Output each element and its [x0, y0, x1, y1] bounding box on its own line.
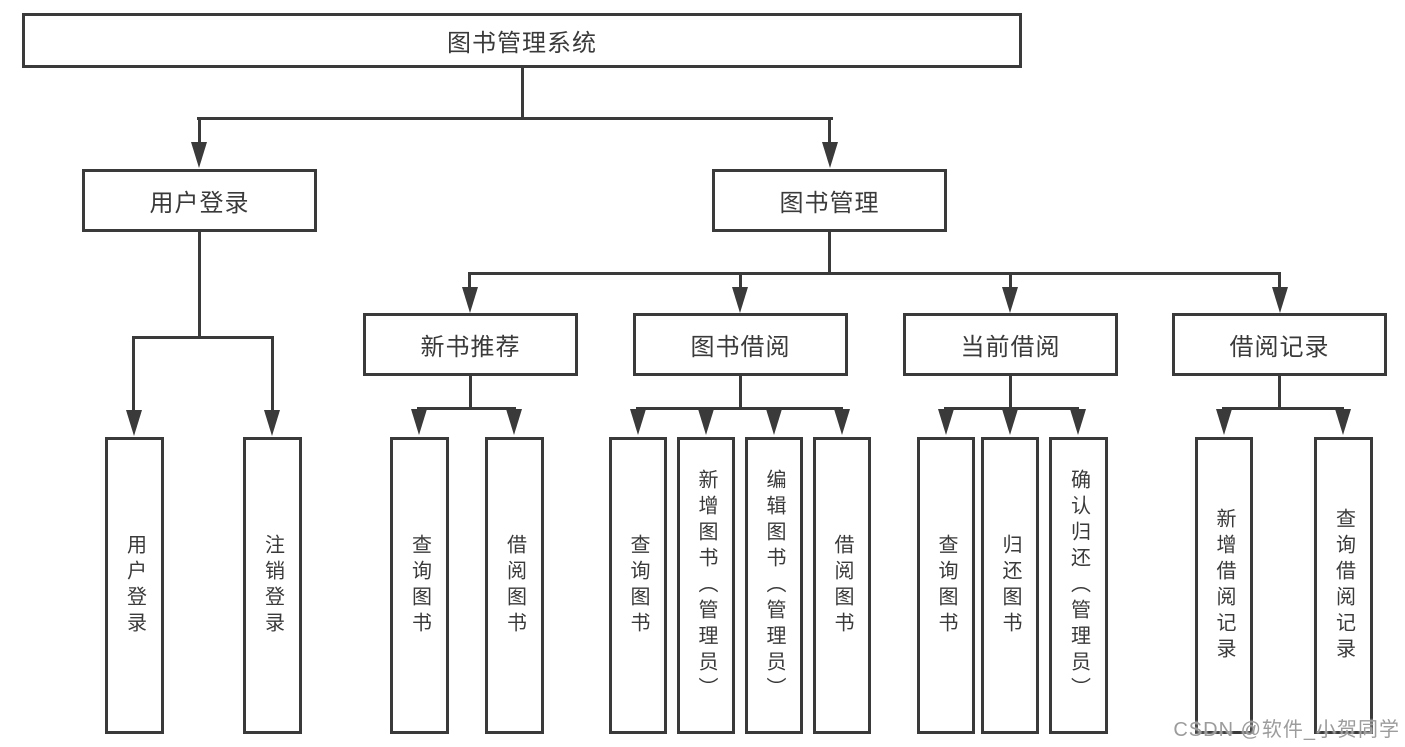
- line-root-spread: [197, 117, 833, 120]
- leaf-query-books-a: 查询图书: [390, 437, 449, 734]
- arrowhead-leaf-logout-icon: [264, 410, 280, 436]
- arrowhead-edit-books-icon: [766, 409, 782, 435]
- arrowhead-confirm-return-icon: [1070, 409, 1086, 435]
- leaf-return-books: 归还图书: [981, 437, 1039, 734]
- arrowhead-leaf-user-login-icon: [126, 410, 142, 436]
- node-current-borrowing: 当前借阅: [903, 313, 1118, 376]
- line-to-leaf-logout: [271, 336, 274, 412]
- leaf-query-books-b: 查询图书: [609, 437, 667, 734]
- arrowhead-current-borrow-icon: [1002, 287, 1018, 313]
- arrowhead-borrow-books-b-icon: [834, 409, 850, 435]
- line-to-user-login: [198, 117, 201, 144]
- line-current-borrow-spread: [944, 407, 1079, 410]
- arrowhead-query-record-icon: [1335, 409, 1351, 435]
- node-book-borrowing: 图书借阅: [633, 313, 848, 376]
- arrowhead-query-books-b-icon: [630, 409, 646, 435]
- line-to-new-book: [468, 272, 471, 289]
- line-book-management-spread: [468, 272, 1281, 275]
- line-borrow-record-spread: [1222, 407, 1344, 410]
- arrowhead-return-books-icon: [1002, 409, 1018, 435]
- line-to-leaf-user-login: [132, 336, 135, 412]
- leaf-query-books-c: 查询图书: [917, 437, 975, 734]
- arrowhead-user-login-icon: [191, 142, 207, 168]
- line-book-borrow-spread: [636, 407, 843, 410]
- line-current-borrow-down: [1009, 376, 1012, 407]
- arrowhead-borrow-books-a-icon: [506, 409, 522, 435]
- node-borrowing-records: 借阅记录: [1172, 313, 1387, 376]
- arrowhead-query-books-a-icon: [411, 409, 427, 435]
- arrowhead-book-management-icon: [822, 142, 838, 168]
- leaf-user-login: 用户登录: [105, 437, 164, 734]
- leaf-borrow-books-b: 借阅图书: [813, 437, 871, 734]
- node-book-management: 图书管理: [712, 169, 947, 232]
- line-user-login-down: [198, 232, 201, 336]
- line-root-down: [521, 68, 524, 117]
- node-new-book-recommendation: 新书推荐: [363, 313, 578, 376]
- node-root: 图书管理系统: [22, 13, 1022, 68]
- leaf-add-books-admin: 新增图书（管理员）: [677, 437, 735, 734]
- line-borrow-record-down: [1278, 376, 1281, 407]
- line-to-borrow-record: [1278, 272, 1281, 289]
- line-to-book-management: [828, 117, 831, 144]
- arrowhead-borrow-record-icon: [1272, 287, 1288, 313]
- line-to-current-borrow: [1009, 272, 1012, 289]
- line-user-login-spread: [132, 336, 274, 339]
- csdn-watermark: CSDN @软件_小贺同学: [1173, 719, 1400, 741]
- line-to-book-borrow: [739, 272, 742, 289]
- arrowhead-new-book-icon: [462, 287, 478, 313]
- leaf-edit-books-admin: 编辑图书（管理员）: [745, 437, 803, 734]
- arrowhead-add-record-icon: [1216, 409, 1232, 435]
- arrowhead-add-books-icon: [698, 409, 714, 435]
- arrowhead-query-books-c-icon: [938, 409, 954, 435]
- line-new-book-down: [469, 376, 472, 407]
- leaf-query-borrow-record: 查询借阅记录: [1314, 437, 1373, 734]
- node-user-login: 用户登录: [82, 169, 317, 232]
- line-new-book-spread: [417, 407, 516, 410]
- leaf-add-borrow-record: 新增借阅记录: [1195, 437, 1253, 734]
- line-book-management-down: [828, 232, 831, 272]
- line-book-borrow-down: [739, 376, 742, 407]
- leaf-borrow-books-a: 借阅图书: [485, 437, 544, 734]
- leaf-confirm-return-admin: 确认归还（管理员）: [1049, 437, 1108, 734]
- arrowhead-book-borrow-icon: [732, 287, 748, 313]
- leaf-logout-login: 注销登录: [243, 437, 302, 734]
